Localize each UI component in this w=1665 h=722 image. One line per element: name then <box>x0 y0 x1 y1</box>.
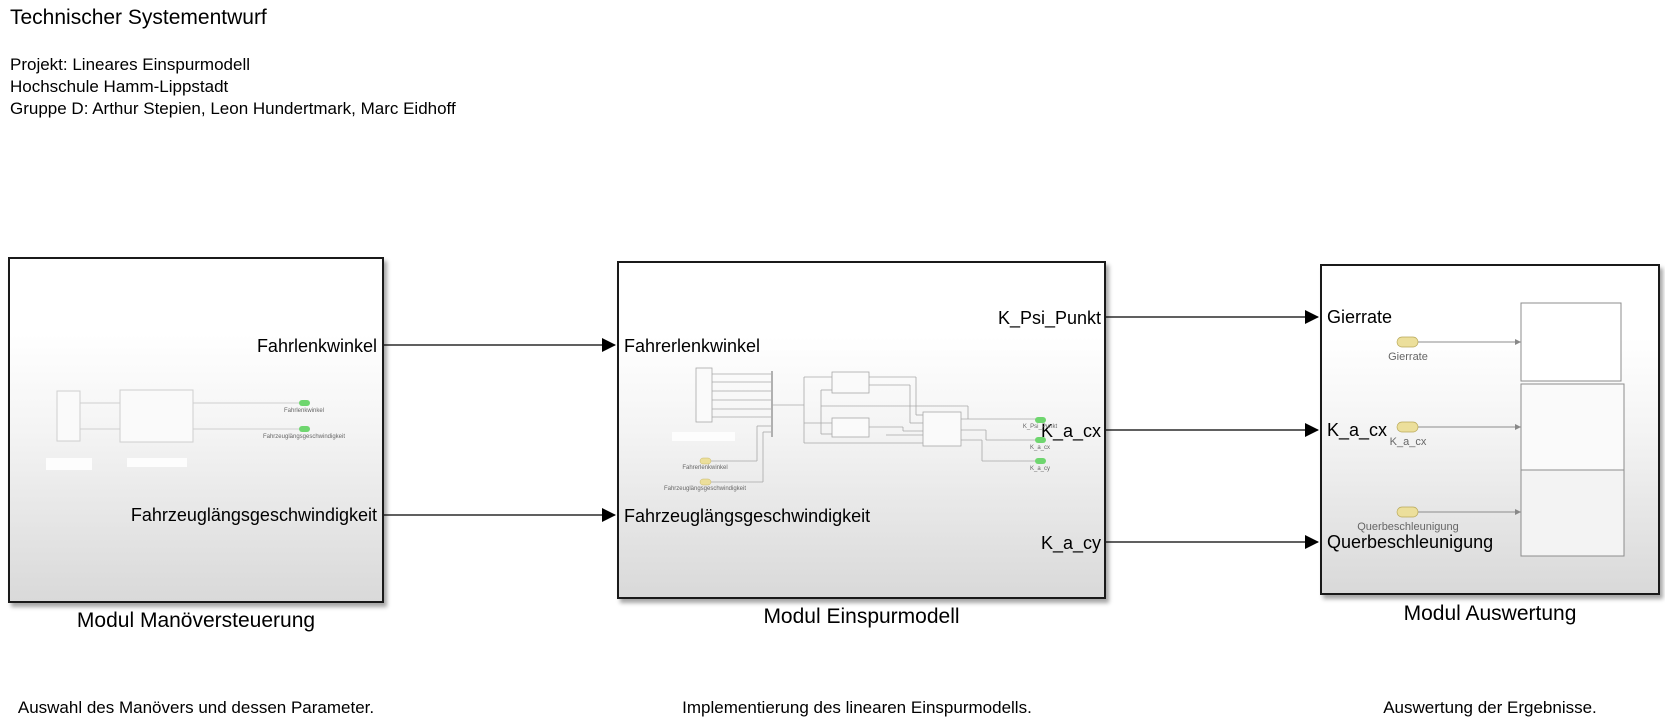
diagram-title: Technischer Systementwurf <box>10 6 267 29</box>
block-description-auswertung: Auswertung der Ergebnisse. <box>1383 698 1597 717</box>
input-port-label-k-a-cx: K_a_cx <box>1327 420 1388 440</box>
project-line: Projekt: Lineares Einspurmodell <box>10 55 251 74</box>
output-port-label-k-psi-punkt: K_Psi_Punkt <box>997 308 1101 328</box>
output-port-label-fahrzeuglaengsgeschwindigkeit: Fahrzeuglängsgeschwindigkeit <box>130 505 377 525</box>
university-line: Hochschule Hamm-Lippstadt <box>10 77 229 96</box>
output-port-label-k-a-cy: K_a_cy <box>1040 533 1101 553</box>
input-port-label-fahrerlenkwinkel: Fahrerlenkwinkel <box>624 336 761 356</box>
output-port-label-fahrlenkwinkel: Fahrlenkwinkel <box>256 336 377 356</box>
subsystem-block-manoeversteuerung[interactable] <box>8 257 384 603</box>
block-title-manoeversteuerung: Modul Manöversteuerung <box>76 609 316 632</box>
input-port-label-querbeschleunigung: Querbeschleunigung <box>1327 532 1494 552</box>
block-title-einspurmodell: Modul Einspurmodell <box>763 605 960 628</box>
block-description-einspurmodell: Implementierung des linearen Einspurmode… <box>682 698 1032 717</box>
block-title-auswertung: Modul Auswertung <box>1403 602 1577 625</box>
output-port-label-k-a-cx: K_a_cx <box>1040 421 1101 441</box>
input-port-label-gierrate: Gierrate <box>1327 307 1393 327</box>
group-line: Gruppe D: Arthur Stepien, Leon Hundertma… <box>10 99 456 118</box>
input-port-label-fahrzeuglaengsgeschwindigkeit: Fahrzeuglängsgeschwindigkeit <box>624 506 871 526</box>
block-description-manoeversteuerung: Auswahl des Manövers und dessen Paramete… <box>17 698 375 717</box>
